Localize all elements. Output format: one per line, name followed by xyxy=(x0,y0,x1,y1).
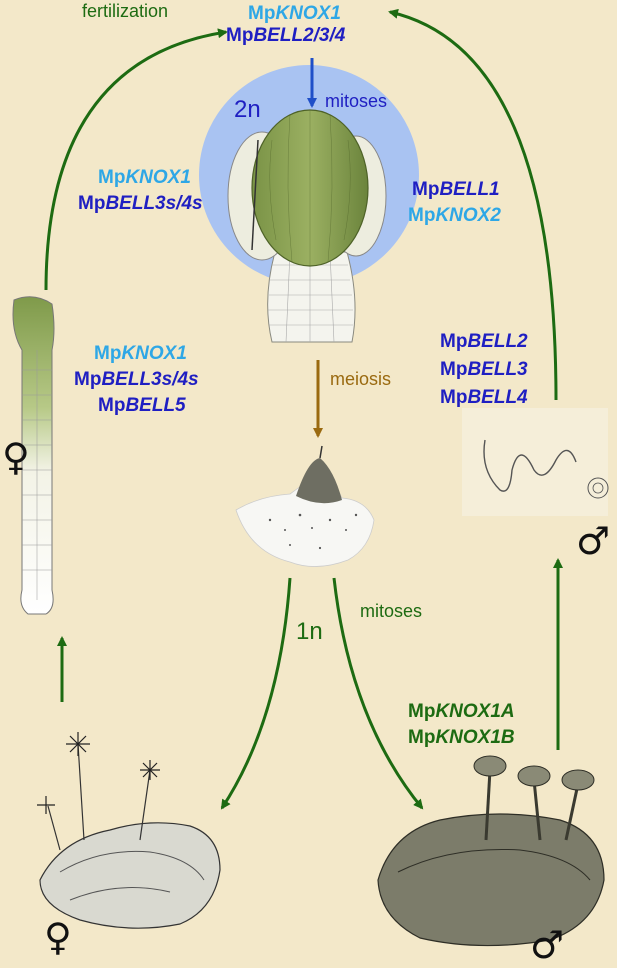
mitoses-top-label: mitoses xyxy=(325,91,388,111)
sporophyte-illustration xyxy=(227,109,387,343)
arrow-spore-to-female xyxy=(220,577,292,810)
male-gene-knox1b: MpKNOX1B xyxy=(408,727,515,748)
female-thallus-illustration xyxy=(37,732,221,929)
male-gene-knox1a: MpKNOX1A xyxy=(408,701,515,722)
top-gene-knox1: MpKNOX1 xyxy=(248,3,341,24)
right-sporo-gene-knox2: MpKNOX2 xyxy=(408,205,501,226)
fertilization-label: fertilization xyxy=(82,1,169,21)
male-thallus-illustration xyxy=(377,755,605,947)
archegonium-illustration xyxy=(12,296,55,615)
female-receptacle xyxy=(37,732,160,814)
arrow-fertilization xyxy=(44,28,228,291)
male-symbol-sperm: ♂ xyxy=(576,519,611,563)
egg-gene-bell5: MpBELL5 xyxy=(98,395,186,416)
ploidy-1n-label: 1n xyxy=(296,618,323,645)
female-symbol-plant: ♀ xyxy=(44,915,72,959)
left-sporo-gene-bell3s4s: MpBELL3s/4s xyxy=(78,193,203,214)
male-symbol-plant: ♂ xyxy=(530,923,565,967)
spore-illustration xyxy=(235,445,375,567)
sperm-gene-bell2: MpBELL2 xyxy=(440,331,528,352)
top-gene-bell234: MpBELL2/3/4 xyxy=(226,25,346,46)
arrow-spore-to-male xyxy=(332,577,424,810)
left-sporo-gene-knox1: MpKNOX1 xyxy=(98,167,191,188)
egg-gene-bell3s4s: MpBELL3s/4s xyxy=(74,369,199,390)
meiosis-label: meiosis xyxy=(330,369,392,389)
female-symbol-egg: ♀ xyxy=(2,435,30,479)
sperm-gene-bell3: MpBELL3 xyxy=(440,359,528,380)
sperm-gene-bell4: MpBELL4 xyxy=(440,387,528,408)
right-sporo-gene-bell1: MpBELL1 xyxy=(412,179,500,200)
mitoses-bottom-label: mitoses xyxy=(360,601,423,621)
egg-gene-knox1: MpKNOX1 xyxy=(94,343,187,364)
arrow-sperm-to-zygote xyxy=(388,8,558,401)
sperm-illustration xyxy=(462,408,609,516)
ploidy-2n-label: 2n xyxy=(234,96,261,123)
